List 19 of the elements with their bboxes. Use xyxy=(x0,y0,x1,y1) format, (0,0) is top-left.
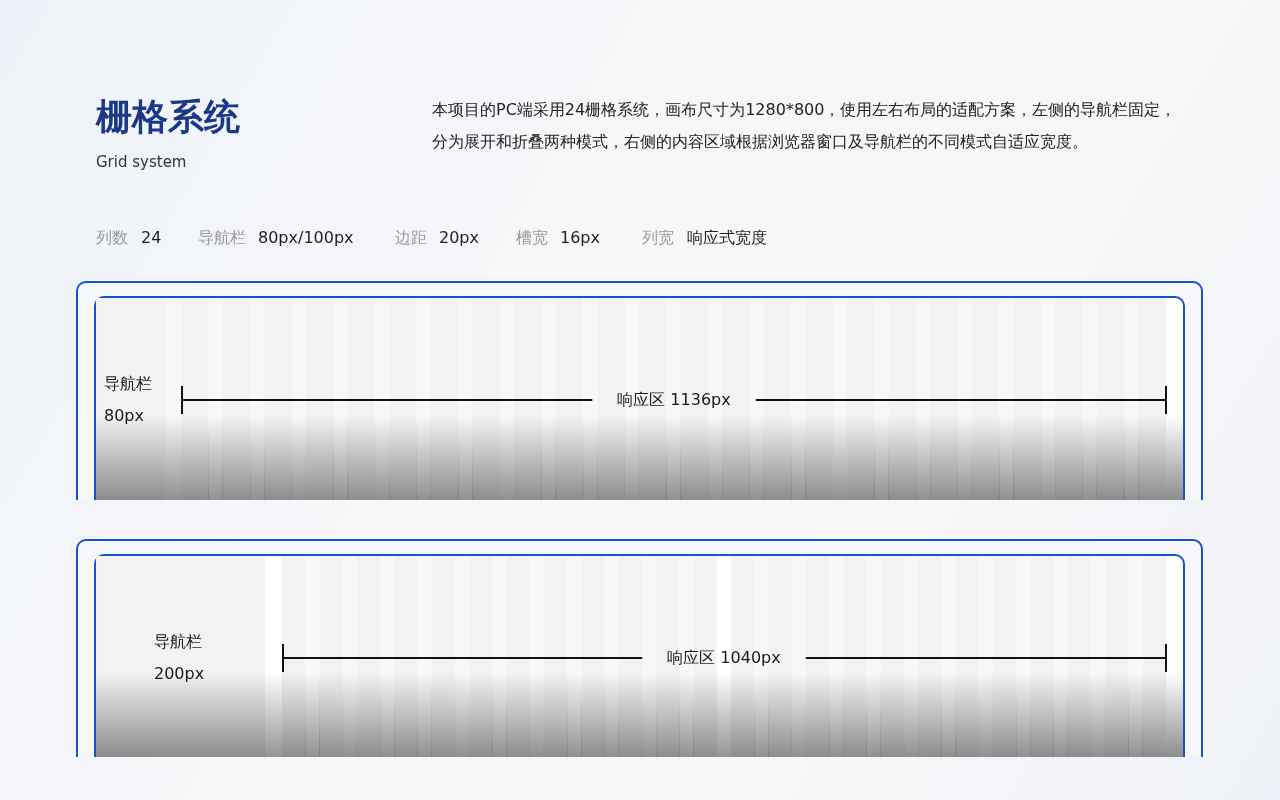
param-value: 16px xyxy=(560,227,600,249)
description: 本项目的PC端采用24栅格系统，画布尺寸为1280*800，使用左右布局的适配方案，左侧的导航栏固定，分为展开和折叠两种模式，右侧的内容区域根据浏览器窗口及导航栏的不同模式自适应宽度。 xyxy=(432,99,1178,153)
nav-label: 导航栏 xyxy=(104,373,152,395)
nav-width: 80px xyxy=(104,405,144,427)
nav-width: 200px xyxy=(154,663,205,685)
nav-label: 导航栏 xyxy=(154,631,202,653)
param-name: 槽宽 xyxy=(516,227,548,249)
dimension-label: 响应区 1040px xyxy=(667,647,781,669)
param-value: 24 xyxy=(141,227,162,249)
param-name: 列宽 xyxy=(642,227,674,249)
param-name: 导航栏 xyxy=(198,227,246,249)
param-value: 80px/100px xyxy=(258,227,354,249)
param-value: 20px xyxy=(439,227,479,249)
title: 栅格系统 xyxy=(96,95,240,139)
param-name: 列数 xyxy=(96,227,128,249)
subtitle: Grid system xyxy=(96,151,187,173)
param-name: 边距 xyxy=(395,227,427,249)
dimension-label: 响应区 1136px xyxy=(617,389,731,411)
param-value: 响应式宽度 xyxy=(687,227,767,249)
